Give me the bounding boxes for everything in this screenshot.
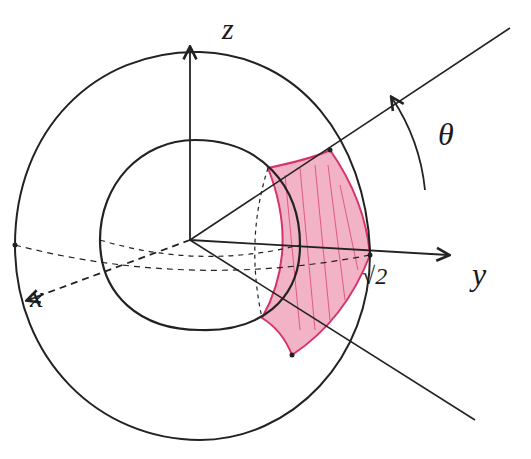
axis-label: y <box>472 258 486 290</box>
rotation-arrow <box>392 98 425 190</box>
z-axis <box>189 48 191 240</box>
y-axis <box>190 240 448 255</box>
axis-label: x <box>30 282 43 312</box>
outer-sphere <box>15 52 370 440</box>
wedge-ray-lower <box>190 240 475 420</box>
outer-equator <box>15 245 370 270</box>
x-axis <box>28 240 190 300</box>
inner-sphere <box>100 140 300 330</box>
dimension-label: √2 <box>362 264 387 288</box>
inner-equator <box>100 240 300 256</box>
points <box>13 148 373 358</box>
wedge-ray-upper <box>190 28 510 240</box>
axis-label: z <box>222 14 234 44</box>
angle-label: θ <box>438 118 454 150</box>
